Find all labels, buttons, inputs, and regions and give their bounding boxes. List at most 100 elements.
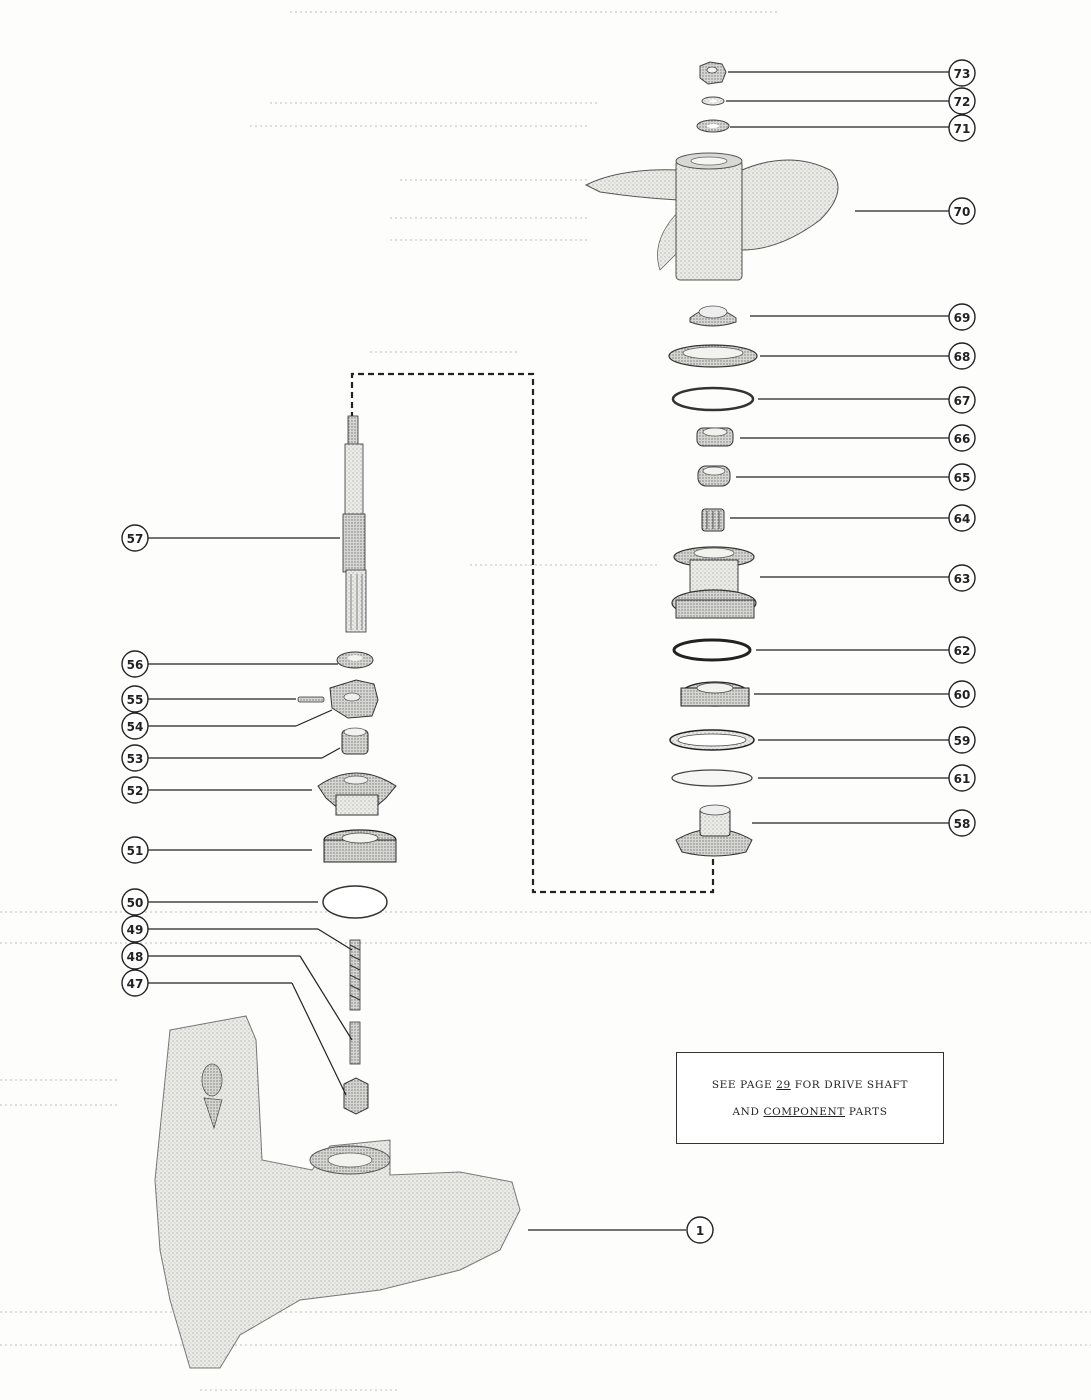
part-53-bearing-sleeve — [341, 727, 369, 755]
callout-label: 49 — [127, 923, 144, 937]
part-66-seal — [696, 427, 734, 447]
callout-circle — [948, 87, 976, 115]
callout-circle — [121, 744, 149, 772]
callout-label: 64 — [954, 512, 971, 526]
part-1-gear-housing — [154, 1015, 521, 1369]
callout-49: 49 — [121, 915, 149, 943]
callout-circle — [121, 969, 149, 997]
callout-label: 65 — [954, 471, 971, 485]
callout-label: 66 — [954, 432, 971, 446]
part-61-shim — [671, 769, 753, 787]
callout-70: 70 — [948, 197, 976, 225]
part-63-bearing-carrier — [671, 546, 757, 619]
part-48-shift-cam-pin — [349, 1021, 361, 1065]
callout-circle — [686, 1216, 714, 1244]
callout-label: 51 — [127, 844, 144, 858]
callout-61: 61 — [948, 764, 976, 792]
part-67-o-ring — [671, 386, 755, 412]
callout-label: 50 — [127, 896, 144, 910]
part-51-tapered-bearing — [323, 829, 397, 863]
callout-label: 63 — [954, 572, 971, 586]
callout-label: 1 — [696, 1224, 704, 1238]
callout-label: 61 — [954, 772, 971, 786]
leader-lines — [148, 71, 950, 1231]
callout-circle — [121, 712, 149, 740]
callout-72: 72 — [948, 87, 976, 115]
callout-label: 47 — [127, 977, 144, 991]
part-56-sliding-clutch-bearing — [336, 651, 374, 669]
callout-71: 71 — [948, 114, 976, 142]
part-62-o-ring — [672, 638, 752, 662]
callout-label: 54 — [127, 720, 144, 734]
callout-circle — [948, 424, 976, 452]
callout-47: 47 — [121, 969, 149, 997]
callout-label: 62 — [954, 644, 971, 658]
callout-65: 65 — [948, 463, 976, 491]
callout-59: 59 — [948, 726, 976, 754]
callout-53: 53 — [121, 744, 149, 772]
page-reference: 29 — [776, 1079, 791, 1091]
callout-54: 54 — [121, 712, 149, 740]
callout-label: 71 — [954, 122, 971, 136]
callout-label: 73 — [954, 67, 971, 81]
callout-circle — [121, 836, 149, 864]
part-57-propeller-shaft — [342, 415, 367, 633]
assembly-path-dashed — [350, 372, 715, 894]
callout-circle — [948, 59, 976, 87]
callout-bubbles: 7372717069686766656463626059615857565554… — [121, 59, 976, 1244]
part-70-propeller — [584, 152, 839, 281]
callout-label: 67 — [954, 394, 971, 408]
callout-circle — [121, 888, 149, 916]
callout-69: 69 — [948, 303, 976, 331]
note-box: SEE PAGE 29 FOR DRIVE SHAFT AND COMPONEN… — [676, 1052, 944, 1144]
callout-label: 69 — [954, 311, 971, 325]
callout-circle — [948, 726, 976, 754]
part-50-shim — [322, 885, 388, 919]
callout-circle — [948, 342, 976, 370]
callout-circle — [948, 114, 976, 142]
callout-label: 60 — [954, 688, 971, 702]
callout-circle — [948, 764, 976, 792]
callout-52: 52 — [121, 776, 149, 804]
part-71-washer — [696, 119, 730, 133]
callout-67: 67 — [948, 386, 976, 414]
part-65-seal — [697, 465, 731, 487]
callout-label: 52 — [127, 784, 144, 798]
part-69-thrust-hub — [689, 305, 737, 327]
callout-label: 72 — [954, 95, 971, 109]
callout-66: 66 — [948, 424, 976, 452]
callout-48: 48 — [121, 942, 149, 970]
callout-circle — [121, 685, 149, 713]
callout-circle — [121, 776, 149, 804]
callout-73: 73 — [948, 59, 976, 87]
part-52-forward-gear — [317, 772, 397, 816]
part-72-washer — [701, 96, 725, 106]
part-59-shim — [669, 729, 755, 751]
callout-circle — [948, 636, 976, 664]
callout-circle — [948, 504, 976, 532]
callout-label: 48 — [127, 950, 144, 964]
callout-label: 55 — [127, 693, 144, 707]
callout-label: 53 — [127, 752, 144, 766]
callout-50: 50 — [121, 888, 149, 916]
callout-label: 58 — [954, 817, 971, 831]
callout-1: 1 — [686, 1216, 714, 1244]
callout-62: 62 — [948, 636, 976, 664]
part-73-nut — [699, 61, 727, 85]
part-55-cross-pin — [297, 696, 325, 703]
part-68-bearing-carrier-cap — [668, 344, 758, 368]
callout-68: 68 — [948, 342, 976, 370]
callout-57: 57 — [121, 524, 149, 552]
callout-label: 59 — [954, 734, 971, 748]
callout-circle — [121, 942, 149, 970]
callout-64: 64 — [948, 504, 976, 532]
callout-circle — [948, 809, 976, 837]
callout-60: 60 — [948, 680, 976, 708]
callout-58: 58 — [948, 809, 976, 837]
callout-circle — [121, 524, 149, 552]
callout-circle — [948, 386, 976, 414]
part-47-shift-cam — [343, 1077, 369, 1115]
callout-circle — [121, 650, 149, 678]
